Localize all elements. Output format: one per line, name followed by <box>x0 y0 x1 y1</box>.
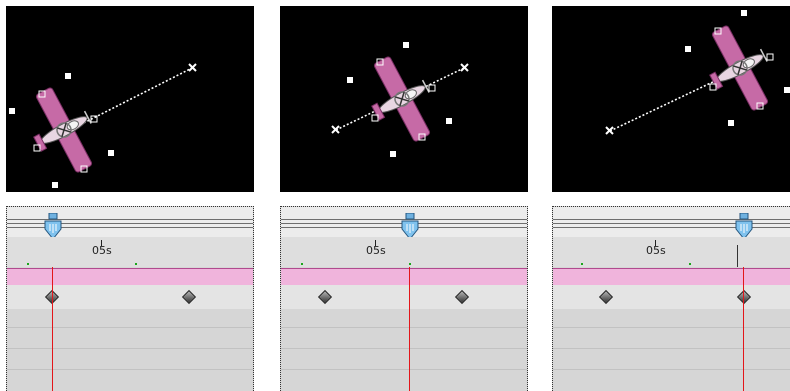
time-ruler[interactable]: 05s <box>553 237 790 267</box>
row-divider <box>553 348 790 349</box>
keyframe-icon[interactable] <box>737 290 751 304</box>
row-divider <box>7 348 253 349</box>
ruler-label: 05s <box>92 244 112 257</box>
airplane-icon[interactable] <box>355 47 447 151</box>
composition-canvas <box>552 6 790 192</box>
work-area-marker <box>581 263 583 265</box>
composition-viewer[interactable] <box>552 6 790 192</box>
time-ruler[interactable]: 05s <box>281 237 527 267</box>
timeline-panel: 05s <box>6 206 254 391</box>
work-area-marker <box>689 263 691 265</box>
composition-canvas <box>6 6 254 192</box>
keyframe-icon[interactable] <box>599 290 613 304</box>
time-ruler[interactable]: 05s <box>7 237 253 267</box>
row-divider <box>7 369 253 370</box>
row-divider <box>553 327 790 328</box>
work-area-marker <box>409 263 411 265</box>
keyframe-icon[interactable] <box>182 290 196 304</box>
current-time-line <box>52 267 53 391</box>
layer-duration-bar[interactable] <box>553 268 790 286</box>
layer-duration-bar[interactable] <box>7 268 253 286</box>
navigator-track-line <box>553 227 790 228</box>
timeline-panel: 05s <box>280 206 528 391</box>
row-divider <box>281 327 527 328</box>
position-keyframe-row <box>7 285 253 309</box>
panel-3: 05s <box>552 0 790 390</box>
motion-path-end-marker[interactable] <box>461 64 468 71</box>
timeline-panel: 05s <box>552 206 790 391</box>
airplane-icon[interactable] <box>693 16 785 120</box>
work-area-marker <box>301 263 303 265</box>
keyframe-icon[interactable] <box>318 290 332 304</box>
navigator-track-line <box>553 219 790 220</box>
motion-path-end-marker[interactable] <box>189 64 196 71</box>
current-time-line <box>409 267 410 391</box>
work-area-end-line <box>737 245 738 267</box>
current-time-line <box>743 267 744 391</box>
panel-2: 05s <box>280 0 528 390</box>
keyframe-icon[interactable] <box>455 290 469 304</box>
navigator-track-line <box>553 223 790 224</box>
layer-duration-bar[interactable] <box>281 268 527 286</box>
row-divider <box>281 369 527 370</box>
composition-viewer[interactable] <box>280 6 528 192</box>
composition-canvas <box>280 6 528 192</box>
ruler-label: 05s <box>366 244 386 257</box>
row-divider <box>7 327 253 328</box>
time-navigator[interactable] <box>553 207 790 237</box>
airplane-icon[interactable] <box>17 78 109 182</box>
position-keyframe-row <box>553 285 790 309</box>
composition-viewer[interactable] <box>6 6 254 192</box>
ruler-label: 05s <box>646 244 666 257</box>
row-divider <box>281 348 527 349</box>
panel-1: 05s <box>6 0 254 390</box>
work-area-marker <box>27 263 29 265</box>
row-divider <box>553 369 790 370</box>
work-area-marker <box>135 263 137 265</box>
position-keyframe-row <box>281 285 527 309</box>
